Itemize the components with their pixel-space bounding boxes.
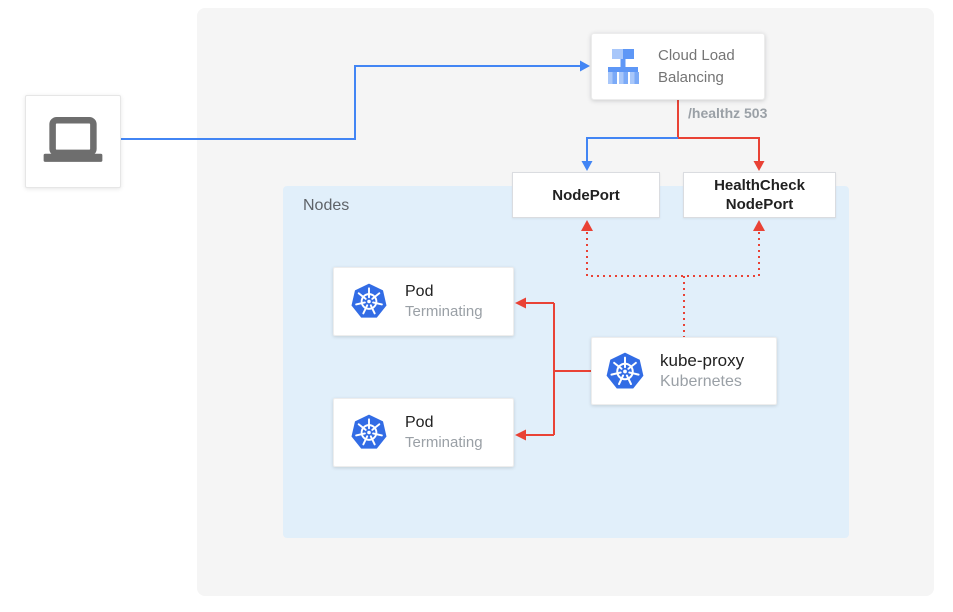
pod-node-1: Pod Terminating — [333, 267, 514, 336]
healthcheck-nodeport-label-line1: HealthCheck — [714, 177, 805, 194]
kubernetes-icon — [350, 413, 388, 452]
kubernetes-icon — [350, 282, 388, 321]
cloud-load-balancing-node: Cloud Load Balancing — [591, 33, 765, 100]
nodes-label: Nodes — [303, 197, 350, 214]
kube-proxy-labels: kube-proxy Kubernetes — [660, 350, 744, 392]
healthcheck-nodeport-label-line2: NodePort — [725, 196, 794, 213]
kube-proxy-node: kube-proxy Kubernetes — [591, 337, 777, 405]
pod-status: Terminating — [405, 303, 483, 320]
laptop-icon — [42, 116, 104, 167]
pod-labels: Pod Terminating — [405, 281, 483, 322]
client-device — [25, 95, 121, 188]
kubernetes-icon — [605, 351, 645, 392]
healthz-status-label: /healthz 503 — [688, 105, 768, 121]
load-balancer-icon — [602, 45, 646, 89]
pod-labels: Pod Terminating — [405, 412, 483, 453]
pod-title: Pod — [405, 283, 434, 300]
nodeport-node: NodePort — [512, 172, 660, 218]
cloud-load-balancing-label: Cloud Load Balancing — [658, 46, 735, 86]
nodeport-label: NodePort — [552, 186, 620, 204]
healthcheck-nodeport-node: HealthCheck NodePort — [683, 172, 836, 218]
pod-node-2: Pod Terminating — [333, 398, 514, 467]
kube-proxy-title: kube-proxy — [660, 351, 745, 370]
kube-proxy-subtitle: Kubernetes — [660, 373, 742, 390]
pod-title: Pod — [405, 414, 434, 431]
pod-status: Terminating — [405, 434, 483, 451]
